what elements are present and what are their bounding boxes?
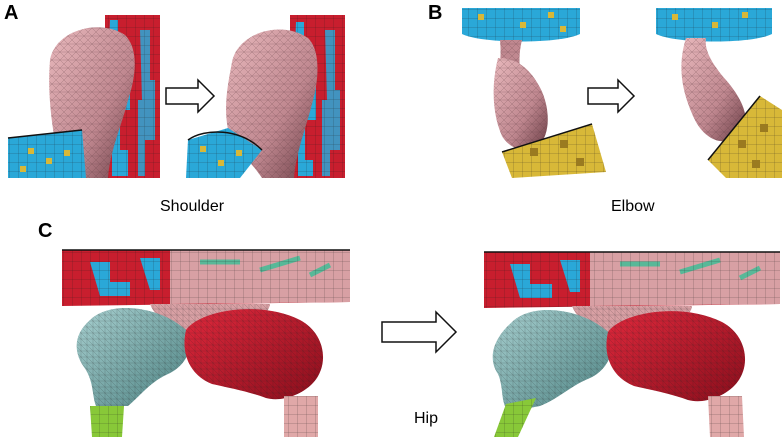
elbow-arrow [587,78,636,114]
right-arrow-icon [587,78,636,114]
elbow-after-image [656,8,782,178]
shoulder-after-image [186,15,345,179]
hip-arrow [381,310,458,354]
elbow-caption: Elbow [611,198,655,215]
panel-label-a: A [4,2,19,24]
shoulder-caption: Shoulder [160,198,225,215]
right-arrow-icon [165,78,216,114]
right-arrow-icon [381,310,458,354]
hip-before-image [62,249,350,437]
panel-label-b: B [428,2,443,24]
shoulder-before-image [7,15,160,178]
hip-caption: Hip [414,410,439,427]
elbow-before-image [462,8,606,178]
panel-label-c: C [38,220,53,242]
hip-after-image [484,251,780,437]
shoulder-arrow [165,78,216,114]
